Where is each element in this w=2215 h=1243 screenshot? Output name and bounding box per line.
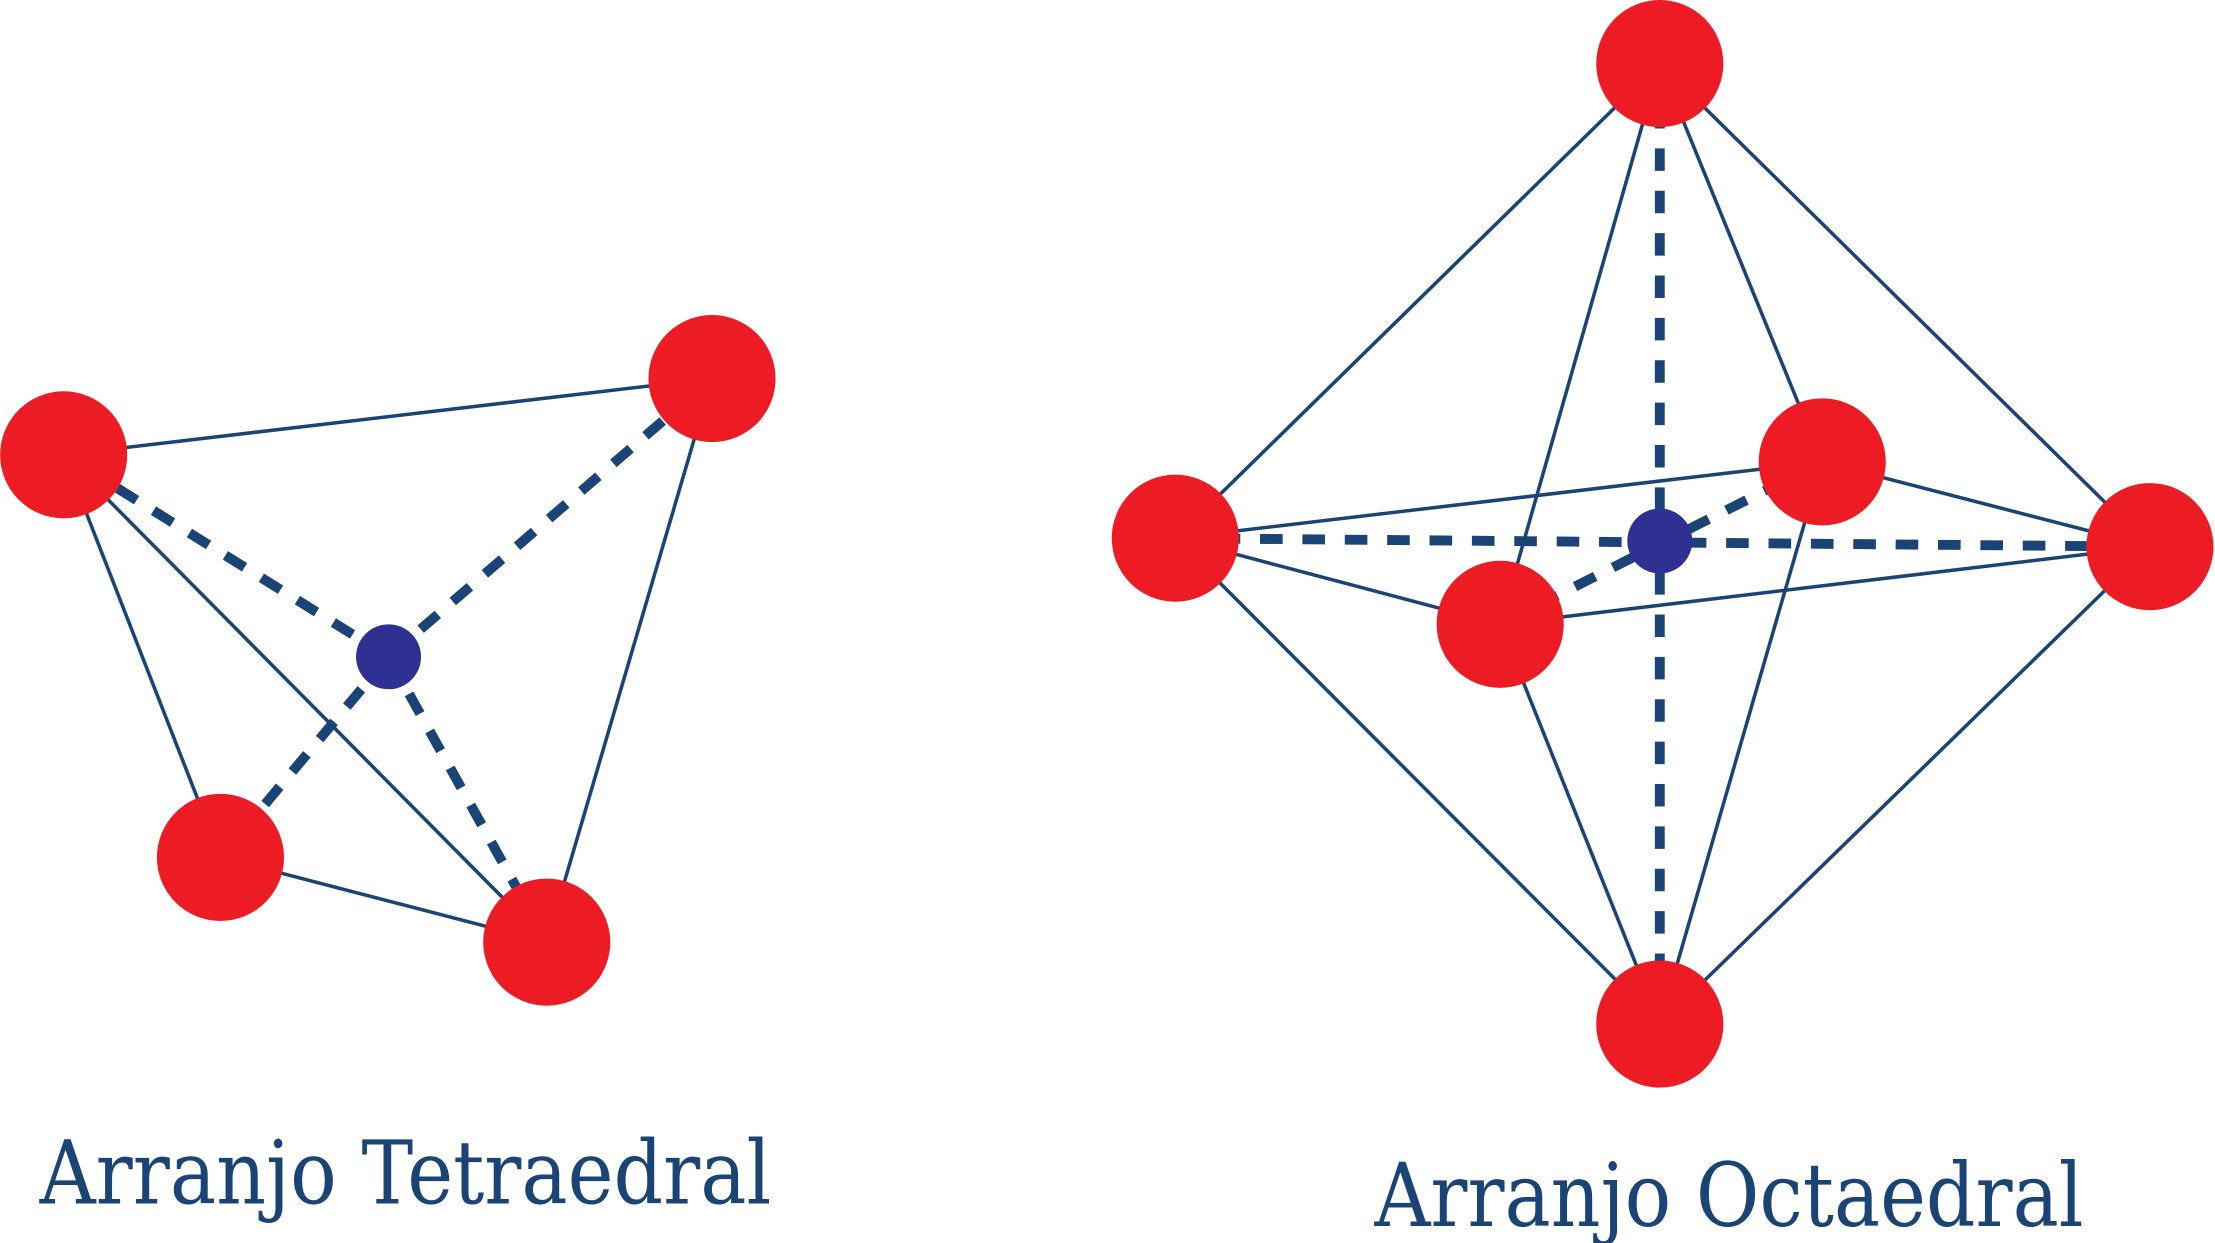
tetrahedral-arrangement xyxy=(0,314,776,1006)
central-atom xyxy=(356,624,422,690)
left-atom xyxy=(1111,474,1239,602)
octahedral-arrangement xyxy=(1111,0,2214,1088)
bond-edge xyxy=(1175,460,1823,540)
bond-edge xyxy=(1658,545,2152,1026)
ligand-2-atom xyxy=(648,314,776,443)
ligand-4-atom xyxy=(483,878,611,1006)
ligand-3-atom xyxy=(156,793,285,921)
back-atom xyxy=(1758,398,1886,526)
tetrahedral-caption: Arranjo Tetraedral xyxy=(39,1122,772,1224)
bond-edge xyxy=(1498,63,1662,625)
octahedral-caption: Arranjo Octaedral xyxy=(1374,1145,2084,1243)
bond-edge xyxy=(1658,62,1824,463)
bond-edge xyxy=(1499,544,2151,627)
bond-edge xyxy=(1174,536,1662,1026)
central-atom xyxy=(1627,508,1693,574)
bond-edge xyxy=(1498,623,1662,1025)
bond-edge xyxy=(62,453,548,944)
bond-edge xyxy=(62,454,223,859)
right-atom xyxy=(2086,483,2214,611)
bond-edge xyxy=(1658,62,2152,548)
dashed-bond xyxy=(385,374,716,661)
bottom-atom xyxy=(1596,960,1724,1088)
bond-edge xyxy=(545,378,714,943)
bond-edge xyxy=(1658,461,1824,1025)
top-atom xyxy=(1596,0,1724,128)
bond-edge xyxy=(1174,62,1662,540)
bond-edge xyxy=(63,376,713,457)
front-atom xyxy=(1436,560,1564,688)
dashed-bond xyxy=(61,450,392,662)
ligand-1-atom xyxy=(0,391,128,519)
